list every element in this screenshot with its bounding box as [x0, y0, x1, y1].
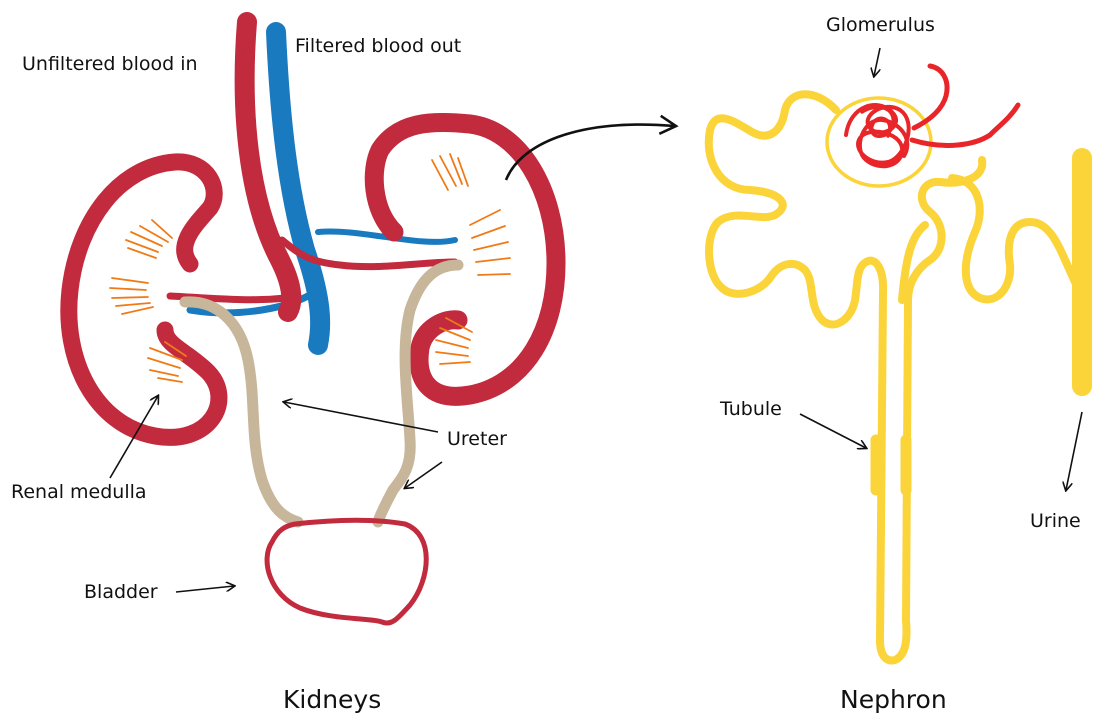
bladder-shape: [267, 520, 426, 623]
label-unfiltered-blood-in: Unfiltered blood in: [22, 53, 198, 75]
caption-kidneys: Kidneys: [283, 685, 381, 714]
label-glomerulus: Glomerulus: [826, 14, 935, 36]
label-tubule: Tubule: [719, 398, 782, 420]
left-kidney-medulla: [110, 220, 186, 382]
caption-nephron: Nephron: [840, 685, 947, 714]
label-urine: Urine: [1030, 510, 1081, 532]
glomerulus-capillaries: [846, 66, 1018, 166]
tubule-thick-segment: [876, 440, 906, 490]
label-renal-medulla: Renal medulla: [11, 481, 147, 503]
nephron-tubule: [709, 94, 1075, 660]
label-filtered-blood-out: Filtered blood out: [295, 35, 461, 57]
label-ureter: Ureter: [447, 428, 507, 450]
left-ureter: [185, 302, 298, 522]
label-bladder: Bladder: [84, 581, 158, 603]
